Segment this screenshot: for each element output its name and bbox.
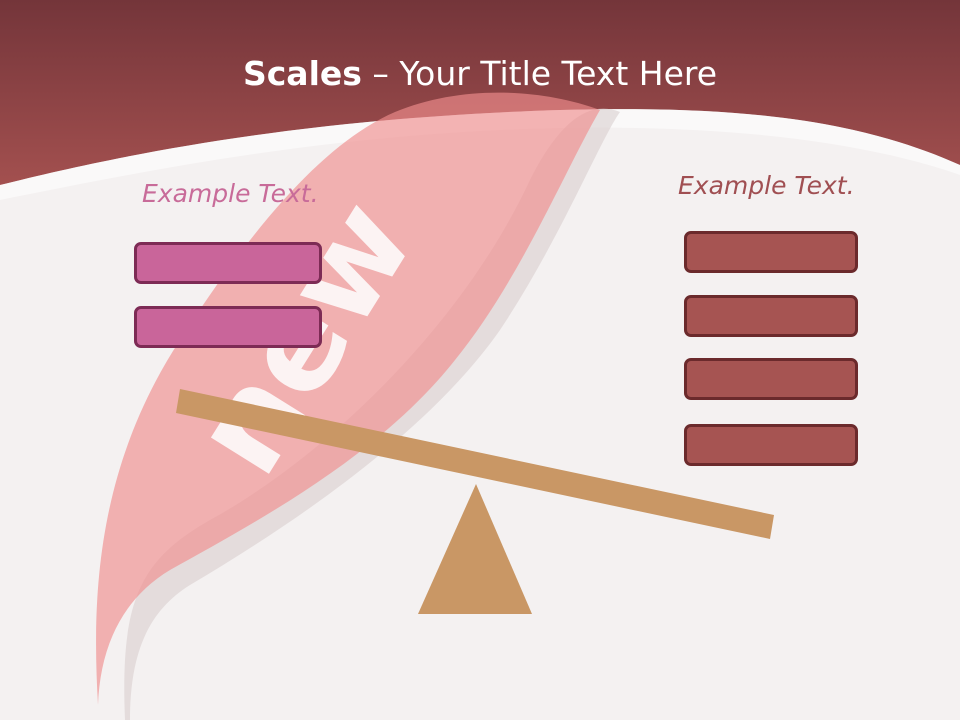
slide-title: Scales – Your Title Text Here (0, 52, 960, 96)
right-text-box-3[interactable] (684, 358, 858, 400)
slide-title-bold: Scales (242, 54, 362, 93)
right-text-box-4[interactable] (684, 424, 858, 466)
scale-beam (176, 389, 774, 539)
left-text-box-1[interactable] (134, 242, 322, 284)
header-band (0, 0, 960, 185)
slide-title-rest: – Your Title Text Here (361, 54, 718, 93)
right-text-box-2[interactable] (684, 295, 858, 337)
right-example-text: Example Text. (678, 171, 855, 200)
left-text-box-2[interactable] (134, 306, 322, 348)
left-example-text: Example Text. (142, 179, 319, 208)
scale-fulcrum (418, 484, 532, 614)
right-text-box-1[interactable] (684, 231, 858, 273)
new-ribbon (96, 92, 601, 705)
